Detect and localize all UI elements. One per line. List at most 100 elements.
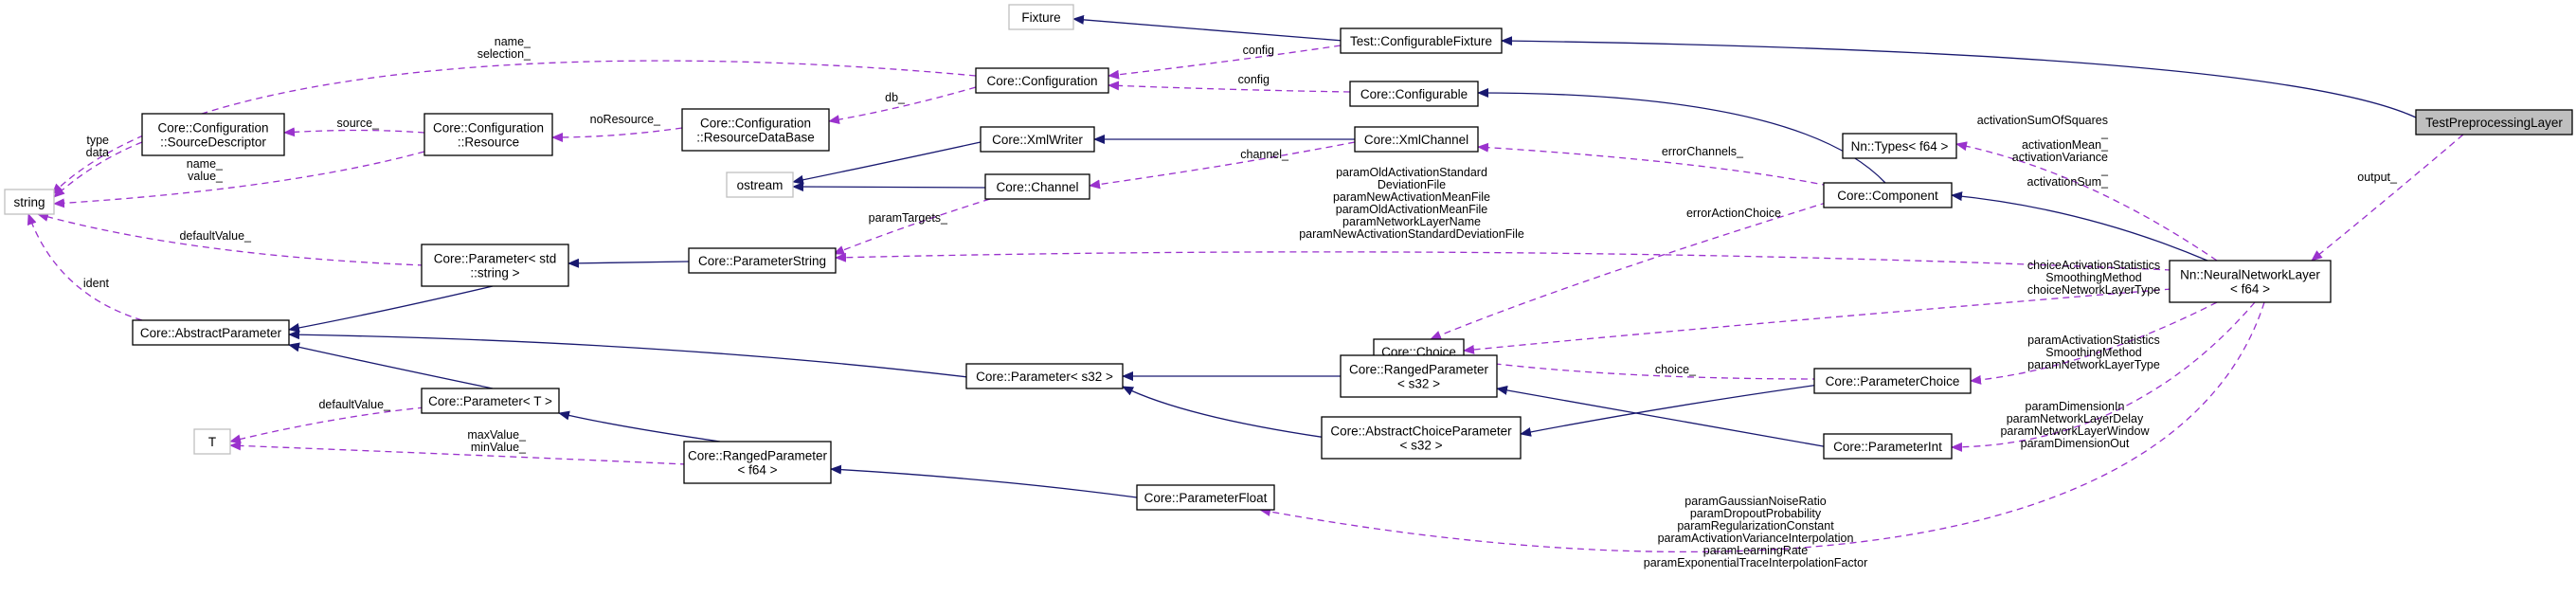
usage-edge-xml_channel-to-channel: [1089, 141, 1356, 190]
class-box: [1349, 81, 1479, 107]
edges-layer: [27, 14, 2464, 552]
inheritance-edge-parameter_string-to-parameter_std_string: [567, 258, 690, 268]
edge-label-e39: maxValue_minValue_: [467, 428, 527, 454]
usage-edge-neural_network_layer-to-nn_types: [1955, 141, 2218, 262]
edge-label-line: config: [1238, 73, 1270, 86]
class-node-parameter-string[interactable]: Core::ParameterString: [688, 247, 837, 274]
class-name-line: Core::AbstractChoiceParameter: [1330, 424, 1512, 439]
class-box: [975, 67, 1109, 94]
class-box: [980, 126, 1095, 153]
class-name-line: Core::Configuration: [986, 74, 1097, 88]
class-box: [132, 319, 290, 346]
usage-edge-configuration-to-string: [51, 60, 977, 195]
class-node-xml-channel[interactable]: Core::XmlChannel: [1354, 126, 1479, 153]
edge-label-line: paramRegularizationConstant: [1677, 519, 1834, 533]
class-node-ranged-parameter-s32[interactable]: Core::RangedParameter< s32 >: [1340, 354, 1498, 398]
class-name-line: < s32 >: [1397, 377, 1440, 391]
class-node-test-configurable-fixture[interactable]: Test::ConfigurableFixture: [1340, 27, 1503, 54]
edge-label-line: DeviationFile: [1378, 178, 1446, 191]
usage-edge-configuration_resource-to-source_descriptor: [283, 127, 425, 137]
edge-label-e5: name_selection_: [477, 35, 531, 61]
usage-edge-parameter_choice-to-choice: [1463, 356, 1820, 380]
usage-edge-configuration-to-resource_database: [828, 86, 977, 125]
edge-label-line: paramDimensionOut: [2021, 437, 2130, 450]
class-node-parameter-t[interactable]: Core::Parameter< T >: [421, 388, 560, 414]
class-box: [688, 247, 837, 274]
inheritance-edge-xml_writer-to-ostream: [792, 141, 982, 185]
class-node-configuration-resource[interactable]: Core::Configuration::Resource: [423, 113, 553, 156]
class-node-configuration[interactable]: Core::Configuration: [975, 67, 1109, 94]
class-box: [1823, 182, 1953, 208]
nodes-layer: FixtureTest::ConfigurableFixtureTestPrep…: [4, 4, 2573, 511]
class-name-line: Core::Channel: [996, 180, 1078, 194]
edge-label-e17: paramTargets_: [869, 211, 948, 225]
class-name-line: TestPreprocessingLayer: [2425, 116, 2563, 130]
edge-label-e4: config: [1238, 73, 1270, 86]
class-box: [1354, 126, 1479, 153]
edge-label-line: paramActivationStatistics: [2027, 334, 2160, 347]
class-node-source-descriptor[interactable]: Core::Configuration::SourceDescriptor: [141, 113, 285, 156]
class-node-resource-database[interactable]: Core::Configuration::ResourceDataBase: [681, 108, 830, 152]
edge-label-line: activationSumOfSquares: [1977, 114, 2108, 127]
class-box: [1813, 368, 1972, 394]
edge-label-line: paramExponentialTraceInterpolationFactor: [1644, 556, 1867, 569]
edge-label-line: SmoothingMethod: [2045, 271, 2142, 284]
class-name-line: < s32 >: [1399, 439, 1442, 453]
usage-edge-neural_network_layer-to-parameter_string: [835, 251, 2172, 271]
class-node-parameter-s32[interactable]: Core::Parameter< s32 >: [965, 363, 1124, 389]
class-box: [965, 363, 1124, 389]
edge-label-line: maxValue_: [467, 428, 527, 442]
class-node-component[interactable]: Core::Component: [1823, 182, 1953, 208]
class-node-parameter-float[interactable]: Core::ParameterFloat: [1136, 484, 1275, 511]
class-node-neural-network-layer[interactable]: Nn::NeuralNetworkLayer< f64 >: [2169, 260, 2332, 303]
edge-label-e31: choice_: [1655, 363, 1697, 376]
usage-edge-configurable-to-configuration: [1108, 81, 1351, 93]
edge-label-e19: output_: [2357, 171, 2398, 184]
class-node-ranged-parameter-f64[interactable]: Core::RangedParameter< f64 >: [683, 441, 832, 484]
edge-label-e26: errorActionChoice: [1686, 207, 1781, 220]
class-node-parameter-std-string[interactable]: Core::Parameter< std::string >: [421, 244, 569, 287]
class-box: [1321, 416, 1522, 460]
class-node-channel[interactable]: Core::Channel: [984, 173, 1090, 200]
edge-label-line: value_: [188, 170, 224, 183]
class-name-line: Core::ParameterChoice: [1826, 374, 1960, 388]
class-name-line: Nn::NeuralNetworkLayer: [2180, 268, 2320, 282]
class-node-parameter-int[interactable]: Core::ParameterInt: [1823, 433, 1953, 460]
class-name-line: Core::ParameterInt: [1833, 440, 1942, 454]
class-node-abstract-choice-parameter[interactable]: Core::AbstractChoiceParameter< s32 >: [1321, 416, 1522, 460]
inheritance-edge-abstract_choice_parameter-to-parameter_s32: [1122, 386, 1327, 439]
edge-label-line: paramNetworkLayerType: [2027, 358, 2160, 371]
inheritance-edge-test_preprocessing_layer-to-test_configurable_fixture: [1501, 36, 2417, 118]
class-box: [421, 388, 560, 414]
class-box: [683, 441, 832, 484]
class-node-test-preprocessing-layer[interactable]: TestPreprocessingLayer: [2415, 109, 2573, 135]
class-node-nn-types[interactable]: Nn::Types< f64 >: [1842, 133, 1957, 159]
edge-label-e3: config: [1243, 44, 1274, 57]
edge-label-line: errorActionChoice: [1686, 207, 1781, 220]
edge-label-line: defaultValue_: [318, 398, 391, 411]
edge-label-line: paramNewActivationStandardDeviationFile: [1299, 227, 1524, 241]
inheritance-edge-parameter_float-to-ranged_parameter_f64: [830, 464, 1138, 498]
class-node-configurable[interactable]: Core::Configurable: [1349, 81, 1479, 107]
edge-label-line: errorChannels_: [1662, 145, 1744, 158]
class-box: [1842, 133, 1957, 159]
class-name-line: ::ResourceDataBase: [696, 131, 815, 145]
class-node-abstract-parameter[interactable]: Core::AbstractParameter: [132, 319, 290, 346]
usage-edge-parameter_std_string-to-string: [37, 212, 425, 266]
edge-label-line: paramTargets_: [869, 211, 948, 225]
edge-label-e16: errorChannels_: [1662, 145, 1744, 158]
edge-label-line: activationMean_: [2022, 138, 2109, 152]
class-name-line: Test::ConfigurableFixture: [1350, 34, 1492, 48]
usage-edge-source_descriptor-to-string: [53, 141, 143, 198]
edge-label-line: data: [86, 146, 109, 159]
class-node-parameter-choice[interactable]: Core::ParameterChoice: [1813, 368, 1972, 394]
class-node-xml-writer[interactable]: Core::XmlWriter: [980, 126, 1095, 153]
edge-label-line: paramNetworkLayerName: [1342, 215, 1481, 228]
class-name-line: < f64 >: [2230, 282, 2270, 297]
class-name-line: Core::Configuration: [433, 121, 544, 135]
edge-label-line: paramLearningRate: [1703, 544, 1809, 557]
